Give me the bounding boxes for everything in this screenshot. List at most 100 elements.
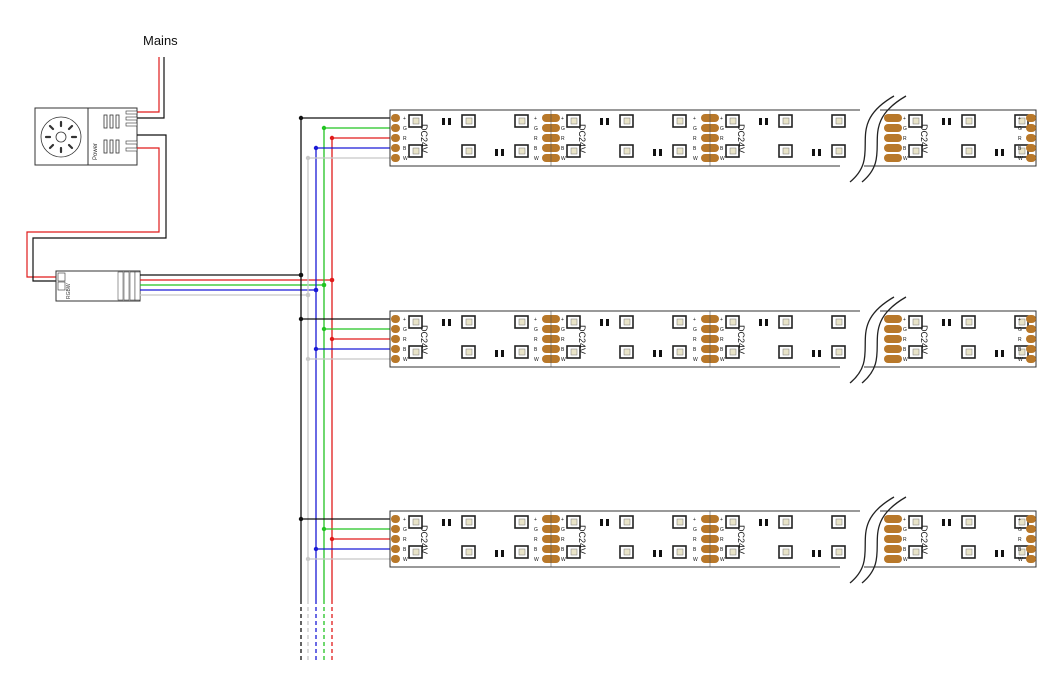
pin-label: R [693,337,697,343]
pin-label: + [903,317,906,323]
solder-pad [391,315,400,323]
solder-pad [391,525,400,533]
pin-label: + [903,517,906,523]
pin-label: B [903,146,907,152]
resistor-icon [759,319,768,326]
pin-label: R [720,136,724,142]
pin-label: R [903,337,907,343]
feed-junction [329,536,335,542]
led-chip-icon [514,144,529,158]
pin-label: + [534,116,537,122]
led-chip-icon [961,114,976,128]
pin-label: B [534,347,538,353]
mains-wire-black [137,57,165,119]
led-chip-icon [461,545,476,559]
feed-junction [305,556,311,562]
voltage-label: DC24V [577,325,587,354]
pin-label: G [1018,126,1022,132]
pin-label: B [1018,547,1022,553]
pin-label: R [720,337,724,343]
pin-label: G [1018,527,1022,533]
pin-label: W [1018,156,1023,162]
pin-label: R [561,337,565,343]
pin-label: R [720,537,724,543]
pin-label: R [403,337,407,343]
feed-junction [305,155,311,161]
resistor-icon [759,118,768,125]
led-chip-icon [408,545,423,559]
psu-output-black [32,134,167,282]
led-chip-icon [961,545,976,559]
resistor-icon [995,550,1004,557]
resistor-icon [653,550,662,557]
resistor-icon [812,550,821,557]
pin-label: G [720,327,724,333]
strip-break-icon [849,296,907,384]
pin-label: + [1018,317,1021,323]
voltage-label: DC24V [419,124,429,153]
led-chip-icon [514,545,529,559]
led-chip-icon [908,114,923,128]
resistor-icon [942,519,951,526]
pin-label: G [693,126,697,132]
pin-label: W [903,357,908,363]
solder-pad [884,325,902,333]
pin-label: R [693,537,697,543]
feed-junction [321,326,327,332]
solder-pad [1026,134,1036,142]
solder-pad [884,134,902,142]
feed-junction [298,115,304,121]
voltage-label: DC24V [919,124,929,153]
pin-label: R [1018,337,1022,343]
pin-label: + [403,317,406,323]
pin-label: R [403,537,407,543]
pin-label: G [561,527,565,533]
pin-label: G [403,527,407,533]
voltage-label: DC24V [736,325,746,354]
pin-label: R [561,136,565,142]
solder-pad [884,335,902,343]
led-chip-icon [908,515,923,529]
pin-label: G [1018,327,1022,333]
pin-label: + [561,517,564,523]
pin-label: + [693,116,696,122]
led-chip-icon [514,315,529,329]
pin-label: R [561,537,565,543]
solder-pad [1026,335,1036,343]
bus-wires [300,118,333,600]
solder-pad [391,144,400,152]
led-chip-icon [619,515,634,529]
pin-label: G [903,527,907,533]
pin-label: G [720,527,724,533]
led-chip-icon [778,345,793,359]
pin-label: + [403,517,406,523]
pin-label: G [403,126,407,132]
resistor-icon [812,350,821,357]
voltage-label: DC24V [919,525,929,554]
pin-label: + [720,517,723,523]
pin-label: R [903,537,907,543]
resistor-icon [495,149,504,156]
pin-label: + [720,317,723,323]
pin-label: W [1018,557,1023,563]
pin-label: G [561,126,565,132]
led-chip-icon [672,144,687,158]
pin-label: G [720,126,724,132]
controller-icon: RGBW [55,270,141,302]
led-chip-icon [408,345,423,359]
pin-label: B [403,547,407,553]
solder-pad [1026,515,1036,523]
pin-label: W [903,156,908,162]
pin-label: B [561,146,565,152]
led-chip-icon [831,315,846,329]
pin-label: B [561,547,565,553]
led-chip-icon [408,144,423,158]
led-chip-icon [908,144,923,158]
solder-pad [1026,555,1036,563]
led-strip-1: +GRBWDC24V+GRBW+GRBWDC24V+GRBW+GRBWDC24V… [298,95,1037,183]
